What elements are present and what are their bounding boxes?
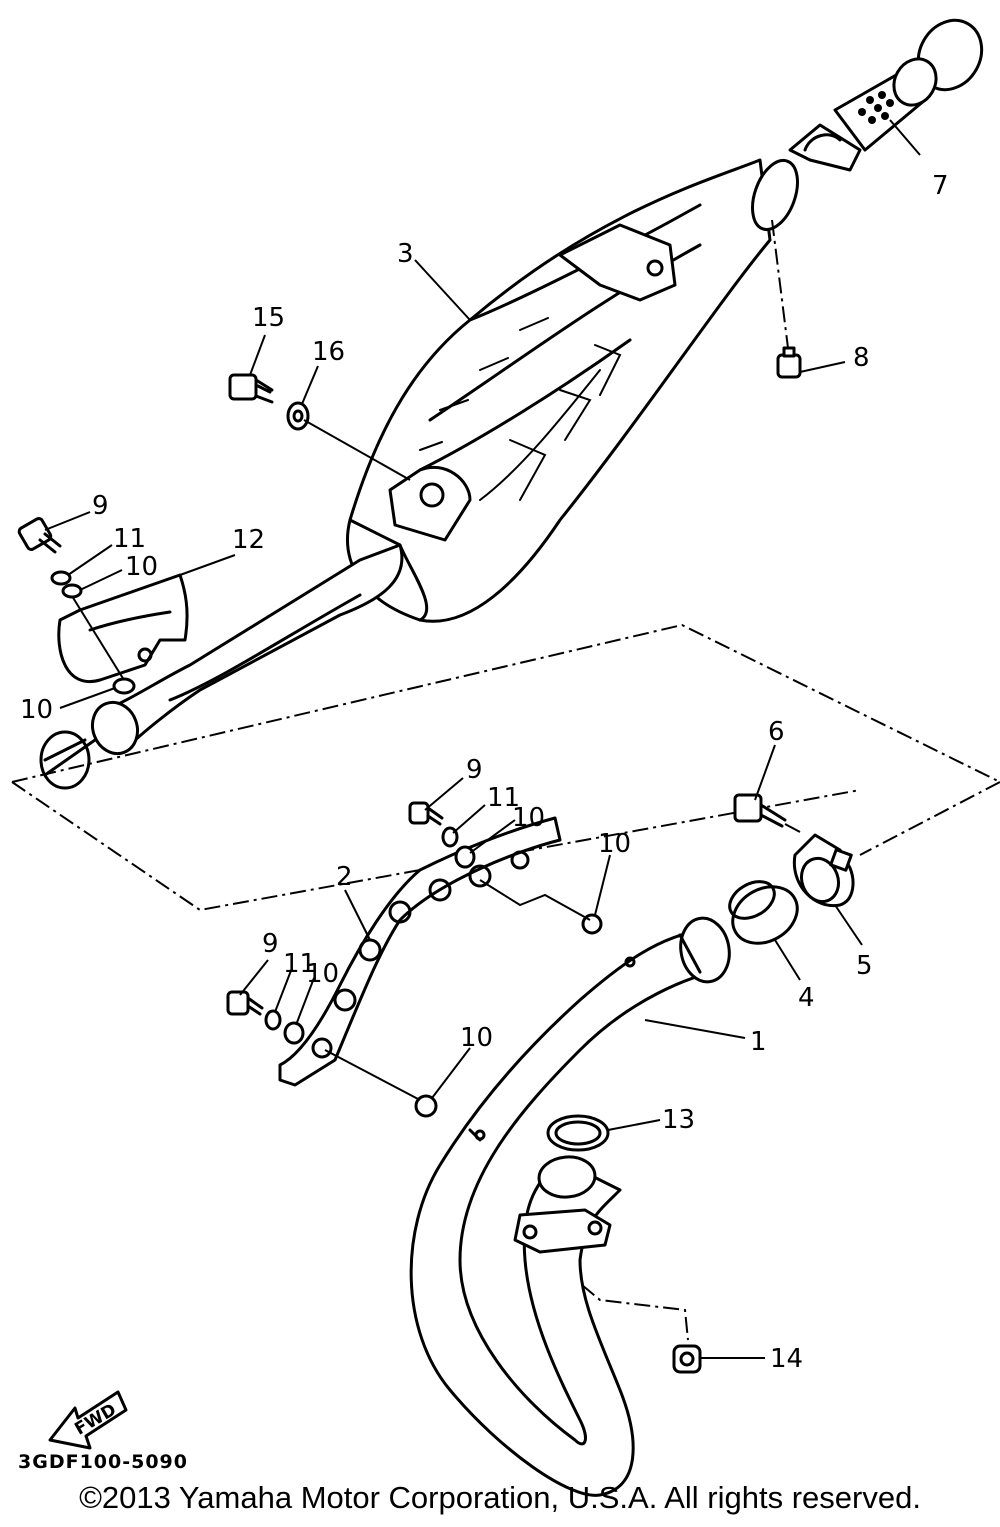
nut-14 [672, 1344, 702, 1374]
bolt-8 [771, 219, 802, 379]
washer-11-low [264, 1009, 282, 1031]
heat-protector-2 [278, 816, 562, 1087]
washer-11-top [50, 570, 72, 586]
callout-10-top: 10 [125, 552, 158, 582]
callout-11-mid: 11 [487, 783, 520, 813]
callout-14: 14 [770, 1344, 803, 1374]
washer-10-mid [454, 845, 476, 869]
bolt-15 [228, 373, 274, 404]
callout-10-low: 10 [306, 959, 339, 989]
bolt-9-top [17, 517, 62, 554]
callout-5: 5 [856, 951, 873, 981]
callout-10-bracket: 10 [20, 695, 53, 725]
callout-1: 1 [750, 1027, 767, 1057]
fwd-arrow: FWD [48, 1390, 128, 1450]
callout-16: 16 [312, 337, 345, 367]
callout-2: 2 [336, 862, 353, 892]
washer-10-top [61, 583, 83, 599]
callout-15: 15 [252, 303, 285, 333]
copyright-notice: ©2013 Yamaha Motor Corporation, U.S.A. A… [79, 1480, 921, 1515]
washer-10-bottom [414, 1094, 438, 1118]
muffler-bracket-12 [57, 573, 189, 684]
joint-4 [728, 880, 799, 945]
callout-12: 12 [232, 525, 265, 555]
exhaust-pipe-1 [409, 916, 731, 1497]
washer-10-bracket [112, 677, 136, 695]
callout-10-mid: 10 [512, 803, 545, 833]
perforation-holes [858, 91, 894, 124]
callout-4: 4 [798, 983, 815, 1013]
callout-leaders [44, 119, 921, 1359]
bolt-6 [733, 793, 801, 833]
callout-6: 6 [768, 717, 785, 747]
callout-11-low: 11 [283, 949, 316, 979]
callout-7: 7 [932, 171, 949, 201]
callout-13: 13 [662, 1105, 695, 1135]
callout-10-right: 10 [598, 829, 631, 859]
callout-8: 8 [853, 343, 870, 373]
diagram-code: 3GDF100-5090 [18, 1451, 188, 1473]
callout-11-top: 11 [113, 524, 146, 554]
callout-9-top: 9 [92, 491, 109, 521]
callout-10-bottom: 10 [460, 1023, 493, 1053]
tail-spark-arrester [788, 18, 984, 172]
washer-16 [286, 401, 411, 481]
callout-3: 3 [397, 239, 414, 269]
clamp-5 [792, 833, 855, 908]
muffler [39, 158, 799, 790]
callout-9-mid: 9 [466, 755, 483, 785]
assembly-outline [11, 623, 1000, 912]
washer-10-low [283, 1021, 305, 1045]
callout-9-low: 9 [262, 929, 279, 959]
gasket-13 [546, 1114, 610, 1152]
callout-labels: 7 3 8 15 16 9 11 10 12 10 6 9 11 10 10 2… [20, 171, 949, 1374]
bolt-9-low [226, 990, 264, 1016]
bolt-9-mid [408, 801, 444, 826]
